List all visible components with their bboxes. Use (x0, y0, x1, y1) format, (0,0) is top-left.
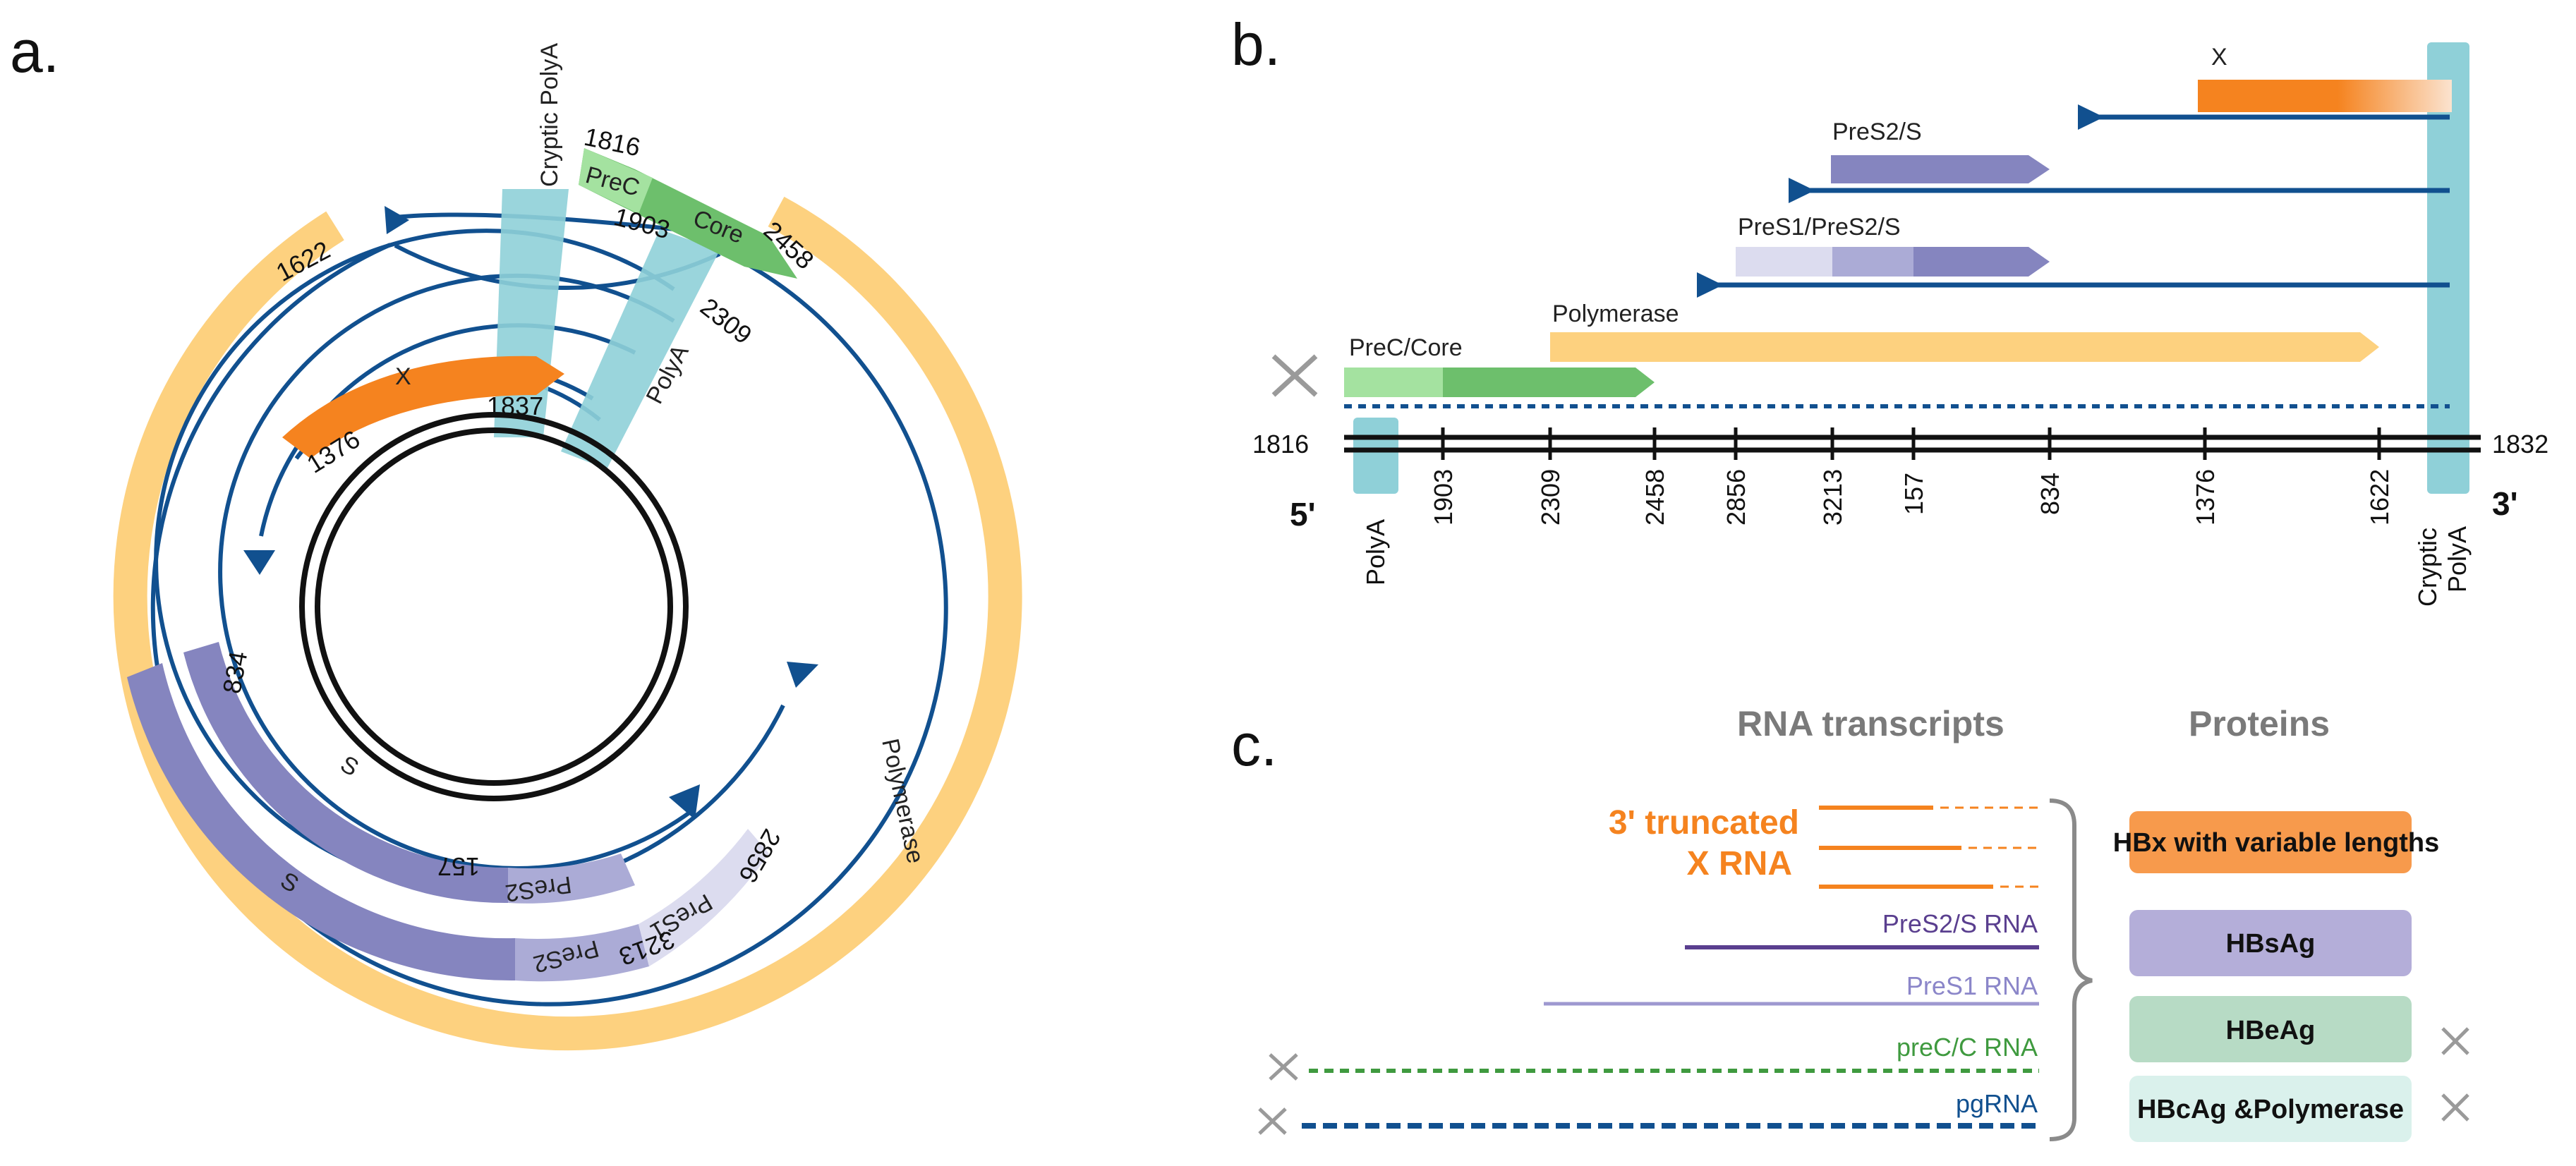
pres1-segment-b (1736, 247, 1832, 277)
prec-segment (579, 148, 653, 214)
polymerase-label-a: Polymerase (876, 736, 929, 866)
tick-label-1622: 1622 (2365, 469, 2394, 526)
pres2-inner-arc (508, 854, 635, 904)
num-157-a: 157 (437, 852, 480, 881)
panel-b-linear-map: X PreS2/S PreS1/PreS2/S Polymerase PreC/… (1252, 42, 2548, 607)
x-gene-arrow (282, 356, 564, 458)
tick-label-2856: 2856 (1722, 469, 1750, 526)
num-1837-a: 1837 (487, 391, 543, 420)
num-2309-a: 2309 (695, 292, 757, 350)
tick-label-1376: 1376 (2191, 469, 2220, 526)
truncated-x-rna-label-1: 3' truncated (1609, 804, 1799, 842)
hbeag-label: HBeAg (2226, 1016, 2316, 1045)
transcript-ring-4-arrowhead (669, 784, 700, 820)
tick-label-2458: 2458 (1640, 469, 1669, 526)
hbcag-blocked-x-icon (2441, 1093, 2469, 1122)
polymerase-label-b: Polymerase (1552, 300, 1679, 327)
hbsag-label: HBsAg (2226, 929, 2316, 959)
right-end-1832: 1832 (2492, 430, 2548, 458)
genome-outer-circle (299, 412, 689, 801)
x-transcript-arrowhead (2078, 104, 2104, 130)
truncated-x-rna-label-2: X RNA (1687, 845, 1792, 882)
three-prime-label: 3' (2492, 485, 2518, 522)
cryptic-polya-label: Cryptic PolyA (536, 43, 563, 187)
precore-label-b: PreC/Core (1349, 334, 1463, 361)
tick-label-2309: 2309 (1536, 469, 1565, 526)
hbeag-blocked-x-icon (2441, 1027, 2469, 1055)
pres2s-gene-arrow (1831, 155, 2050, 183)
polya-wedge (561, 229, 720, 469)
pres2-outer-arc (515, 924, 649, 982)
tick-label-3213: 3213 (1818, 469, 1847, 526)
pres2-segment-b (1832, 247, 1913, 277)
panel-b-letter: b. (1231, 11, 1281, 78)
truncated-x-rna-lines (1819, 806, 2039, 889)
tick-label-834: 834 (2036, 473, 2064, 515)
hbcag-label: HBcAg &Polymerase (2137, 1095, 2404, 1124)
polymerase-gene-arrow (1550, 332, 2379, 362)
transcript-ring-5-arrowhead (243, 550, 275, 575)
hbeag-box (2129, 996, 2412, 1062)
genome-inner-circle (315, 427, 673, 786)
panel-c-letter: c. (1231, 712, 1277, 778)
left-end-1816: 1816 (1252, 430, 1309, 458)
polya-label-b: PolyA (1361, 519, 1390, 585)
pres2s-transcript-arrowhead (1789, 178, 1815, 203)
tick-label-1903: 1903 (1429, 469, 1458, 526)
transcript-ring-1 (150, 243, 948, 1007)
pres1-rna-label: PreS1 RNA (1906, 971, 2038, 1000)
hbcag-box (2129, 1076, 2412, 1142)
panel-c-transcripts-proteins: RNA transcripts Proteins 3' truncated X … (1258, 704, 2469, 1142)
s-inner-arc (183, 642, 508, 904)
prec-rna-blocked-x-icon (1269, 1053, 1298, 1081)
transcript-ring-3-arrowhead (787, 662, 818, 688)
hbx-label: HBx with variable lengths (2113, 828, 2439, 858)
proteins-header: Proteins (2189, 704, 2330, 743)
s-inner-label: S (336, 751, 363, 782)
cryptic-label-b: Cryptic (2413, 528, 2442, 607)
s-segment-b (1913, 247, 2050, 277)
curly-brace (2049, 798, 2093, 1141)
x-gene-bar (2198, 80, 2452, 112)
hbx-box (2129, 811, 2412, 873)
x-label-b: X (2211, 44, 2227, 71)
pgrna-label: pgRNA (1956, 1089, 2038, 1118)
transcript-ring-5 (259, 323, 636, 537)
tick-label-157: 157 (1899, 473, 1928, 515)
polya-bar (1353, 418, 1398, 494)
pgrna-blocked-x-icon (1258, 1107, 1287, 1135)
polymerase-arc (113, 196, 1022, 1051)
cryptic-polya-label-b: PolyA (2443, 526, 2472, 593)
hbsag-box (2129, 910, 2412, 976)
five-prime-label: 5' (1290, 496, 1316, 533)
x-label-a: X (395, 363, 411, 390)
rna-transcripts-header: RNA transcripts (1737, 704, 2004, 743)
pres1pres2s-label-b: PreS1/PreS2/S (1738, 214, 1901, 241)
tick-marks (1441, 427, 2381, 460)
panel-a-circular-genome: Cryptic PolyA PolyA PreC Core X Polymera… (113, 43, 1022, 1051)
prec-core-blocked-x-icon (1271, 354, 1318, 397)
cryptic-polya-bar (2427, 42, 2469, 494)
transcript-ring-1-arrowhead (385, 206, 409, 234)
s-outer-arc (127, 663, 515, 981)
prec-rna-label: preC/C RNA (1897, 1033, 2038, 1062)
pres2s-rna-label: PreS2/S RNA (1882, 909, 2038, 938)
pres1-arc (639, 829, 769, 966)
panel-a-letter: a. (10, 18, 59, 85)
pres1-transcript-arrowhead (1697, 272, 1723, 298)
prec-segment-b (1344, 368, 1443, 397)
pres2s-label-b: PreS2/S (1832, 119, 1922, 145)
core-segment-b (1443, 368, 1655, 397)
